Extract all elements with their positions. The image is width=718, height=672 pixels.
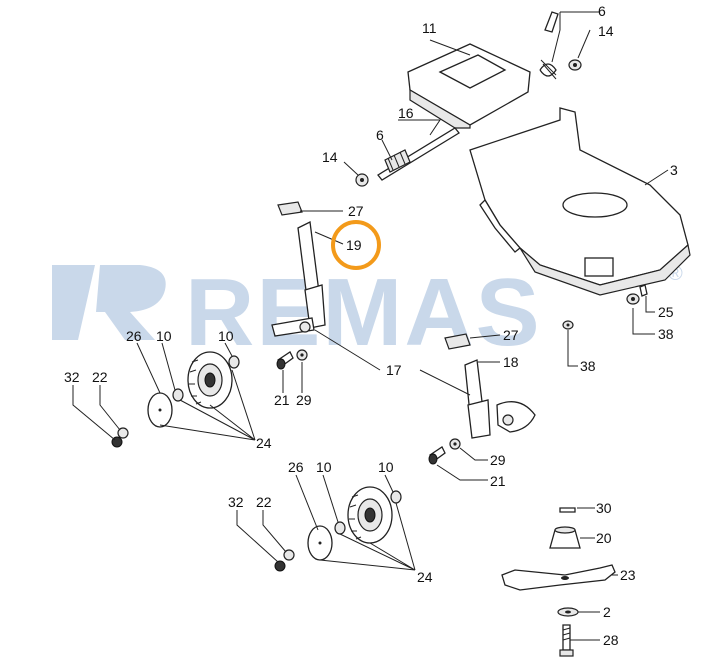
- part-blade-washer: [557, 607, 579, 617]
- callout-label: 24: [256, 435, 272, 451]
- part-deck-screw: [639, 284, 648, 297]
- callout-label-highlighted: 19: [346, 237, 362, 253]
- part-deck-washer-left: [562, 320, 574, 330]
- callout-label: 27: [503, 327, 519, 343]
- part-spring-top: [539, 11, 559, 80]
- callout-label: 2: [603, 604, 611, 620]
- callout-label: 38: [658, 326, 674, 342]
- callout-label: 6: [376, 127, 384, 143]
- callout-label: 6: [598, 3, 606, 19]
- callout-label: 22: [92, 369, 108, 385]
- part-bushing-rear-a: [334, 521, 346, 535]
- callout-label: 26: [126, 328, 142, 344]
- callout-label: 38: [580, 358, 596, 374]
- callout-label: 30: [596, 500, 612, 516]
- callout-labels: 11 6 14 16 6 14 3 27 19 25 38 38 26 10 1…: [64, 3, 678, 648]
- callout-label: 14: [322, 149, 338, 165]
- callout-label: 22: [256, 494, 272, 510]
- callout-label: 29: [296, 392, 312, 408]
- leader-lines: [72, 11, 669, 641]
- part-nut-front: [117, 427, 129, 439]
- part-wheel-rear: [347, 486, 393, 544]
- part-washer-right: [449, 438, 461, 450]
- callout-label: 24: [417, 569, 433, 585]
- part-wheel-rear-nut: [274, 560, 286, 572]
- callout-label: 20: [596, 530, 612, 546]
- callout-label: 28: [603, 632, 619, 648]
- part-wheel-front: [187, 351, 233, 409]
- callout-label: 32: [228, 494, 244, 510]
- callout-label: 11: [422, 20, 437, 36]
- part-hubcap-rear: [307, 525, 333, 561]
- part-bolt-right: [428, 446, 446, 465]
- part-deck-washer-right: [626, 293, 640, 305]
- callout-label: 25: [658, 304, 674, 320]
- callout-label: 18: [503, 354, 519, 370]
- part-hubcap-front: [147, 392, 173, 428]
- callout-label: 10: [218, 328, 234, 344]
- part-bushing-front-b: [228, 355, 240, 369]
- part-nut-top: [568, 59, 582, 71]
- part-nut-left: [355, 173, 369, 187]
- part-blade-adapter: [549, 526, 581, 549]
- part-washer-left: [296, 349, 308, 361]
- part-blade: [501, 564, 616, 591]
- callout-label: 10: [156, 328, 172, 344]
- callout-label: 23: [620, 567, 636, 583]
- callout-label: 16: [398, 105, 414, 121]
- callout-label: 21: [490, 473, 506, 489]
- callout-label: 27: [348, 203, 364, 219]
- part-height-bracket-left: [271, 201, 326, 337]
- callout-label: 10: [378, 459, 394, 475]
- callout-label: 10: [316, 459, 332, 475]
- part-nut-rear: [283, 549, 295, 561]
- callout-label: 26: [288, 459, 304, 475]
- part-bolt-left: [276, 351, 294, 370]
- part-mower-deck: [469, 107, 691, 296]
- part-bushing-rear-b: [390, 490, 402, 504]
- callout-label: 32: [64, 369, 80, 385]
- part-height-bracket-right: [444, 333, 536, 439]
- watermark-text: REMAS: [185, 259, 542, 366]
- part-blade-bolt: [559, 624, 574, 657]
- callout-label: 29: [490, 452, 506, 468]
- highlight-ring: [331, 220, 381, 270]
- part-grass-cover: [407, 43, 531, 129]
- watermark-logo-stripes: [52, 265, 166, 340]
- callout-label: 21: [274, 392, 290, 408]
- part-bushing-front-a: [172, 388, 184, 402]
- callout-label: 14: [598, 23, 614, 39]
- callout-label: 17: [386, 362, 402, 378]
- part-key-pin: [559, 507, 576, 513]
- callout-label: 3: [670, 162, 678, 178]
- watermark: REMAS ®: [52, 259, 683, 366]
- part-axle-rod: [377, 127, 460, 181]
